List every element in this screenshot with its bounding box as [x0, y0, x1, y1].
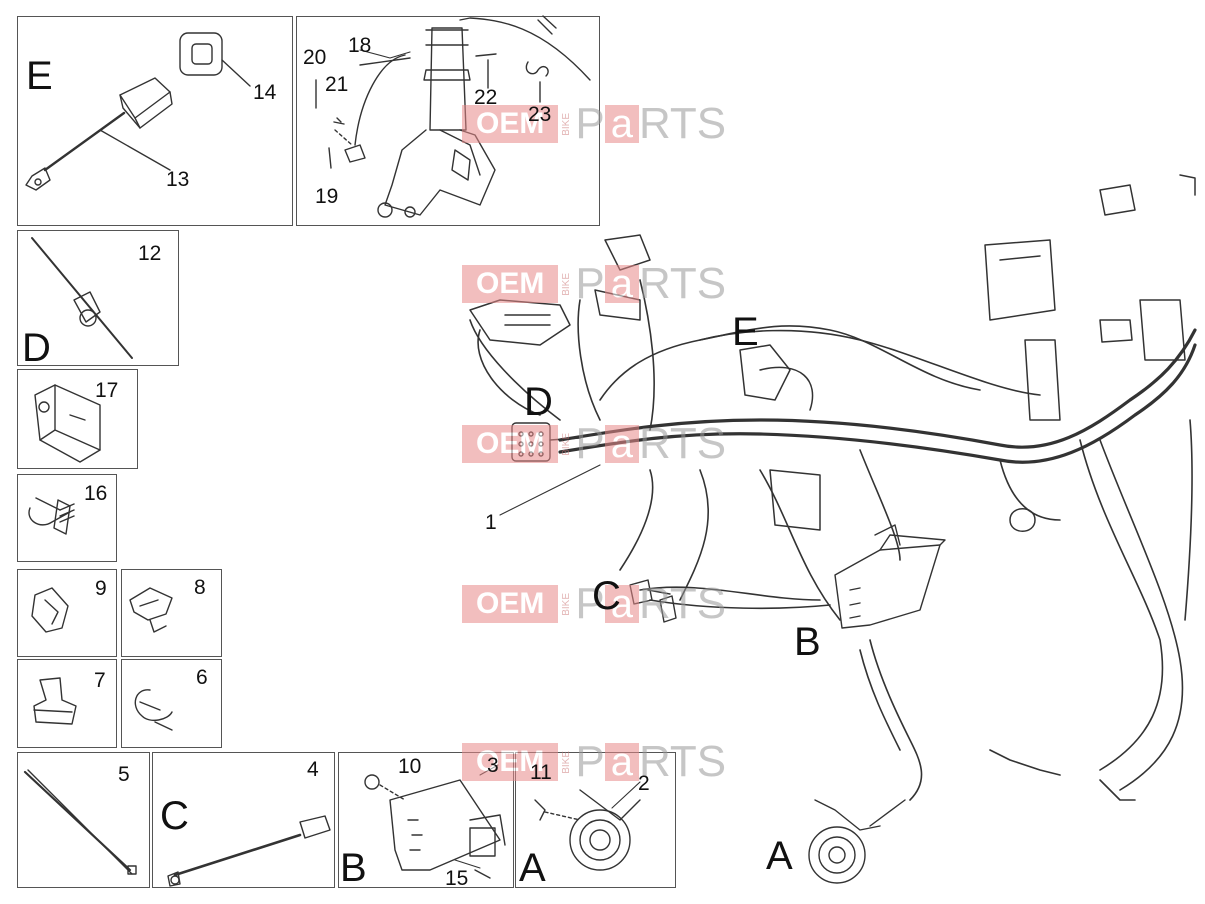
- part-14-grommet: [179, 32, 251, 87]
- watermark-rts: RTS: [638, 99, 727, 148]
- watermark-bike: BIKE: [561, 272, 573, 296]
- part-6-spring-clip: [134, 689, 173, 731]
- inset-box-8: [121, 569, 222, 657]
- watermark-oem: OEM: [462, 265, 559, 303]
- watermark-p: P: [575, 419, 605, 468]
- watermark-bike: BIKE: [561, 750, 573, 774]
- watermark-mid: OEM BIKE P a RTS: [462, 419, 726, 468]
- main-wiring-harness: [469, 279, 1197, 801]
- watermark-rts: RTS: [638, 419, 727, 468]
- part-9-clip: [31, 587, 69, 633]
- watermark-rts: RTS: [638, 259, 727, 308]
- part-13-connector-cable: [25, 77, 173, 191]
- part-3-control-unit: [364, 774, 506, 879]
- watermark-a: a: [604, 742, 639, 782]
- callout-21: 21: [325, 73, 349, 96]
- inset-box-4: [152, 752, 335, 888]
- part-5-zip-tie: [23, 769, 137, 875]
- callout-15: 15: [445, 867, 469, 890]
- box-letter-e: E: [26, 54, 53, 98]
- inset-box-7: [17, 659, 117, 748]
- watermark-bike: BIKE: [561, 432, 573, 456]
- watermark-p: P: [575, 99, 605, 148]
- watermark-rts: RTS: [638, 579, 727, 628]
- watermark-bike: BIKE: [561, 112, 573, 136]
- part-12-cable-tie-clip: [31, 237, 133, 359]
- callout-3: 3: [487, 754, 499, 777]
- callout-4: 4: [307, 758, 319, 781]
- callout-23: 23: [528, 103, 552, 126]
- main-letter-b: B: [794, 620, 821, 664]
- part-19-23-small-hardware: [315, 53, 549, 169]
- callout-16: 16: [84, 482, 108, 505]
- watermark-oem: OEM: [462, 105, 559, 143]
- main-control-unit-b: [834, 524, 946, 629]
- box-letter-d: D: [22, 326, 51, 370]
- part-2-horn: [534, 789, 641, 871]
- watermark-p: P: [575, 259, 605, 308]
- watermark-p: P: [575, 579, 605, 628]
- callout-5: 5: [118, 763, 130, 786]
- watermark-p: P: [575, 737, 605, 786]
- watermark-oem: OEM: [462, 743, 559, 781]
- inset-box-16: [17, 474, 117, 562]
- part-17-bracket: [34, 384, 101, 463]
- callout-8: 8: [194, 576, 206, 599]
- callout-6: 6: [196, 666, 208, 689]
- box-letter-a: A: [519, 846, 546, 890]
- callout-18: 18: [348, 34, 372, 57]
- callout-1: 1: [485, 511, 497, 534]
- main-letter-d: D: [524, 380, 553, 424]
- callout-14: 14: [253, 81, 277, 104]
- watermark-rts: RTS: [638, 737, 727, 786]
- callout-12: 12: [138, 242, 162, 265]
- watermark-oem: OEM: [462, 425, 559, 463]
- watermark-bike: BIKE: [561, 592, 573, 616]
- part-fork-leg: [344, 15, 591, 218]
- callout-17: 17: [95, 379, 119, 402]
- watermark-a: a: [604, 104, 639, 144]
- callout-22: 22: [474, 86, 498, 109]
- watermark-oem: OEM: [462, 585, 559, 623]
- watermark-a: a: [604, 264, 639, 304]
- watermark-a: a: [604, 424, 639, 464]
- watermark-upper-mid: OEM BIKE P a RTS: [462, 259, 726, 308]
- main-letter-c: C: [592, 574, 621, 618]
- watermark-lower-mid: OEM BIKE P a RTS: [462, 579, 726, 628]
- callout-20: 20: [303, 46, 327, 69]
- box-letter-c: C: [160, 794, 189, 838]
- main-harness-connectors: [469, 174, 1196, 532]
- main-letter-e: E: [732, 310, 759, 354]
- part-8-band-clip: [129, 587, 173, 633]
- callout-11: 11: [530, 761, 552, 784]
- part-7-clip-holder: [33, 677, 77, 725]
- watermark-top: OEM BIKE P a RTS: [462, 99, 726, 148]
- inset-box-9: [17, 569, 117, 657]
- callout-10: 10: [398, 755, 422, 778]
- watermark-a: a: [604, 584, 639, 624]
- box-letter-b: B: [340, 846, 367, 890]
- part-4-cable: [167, 815, 331, 887]
- inset-box-e: [17, 16, 293, 226]
- callout-2: 2: [638, 772, 650, 795]
- callout-13: 13: [166, 168, 190, 191]
- inset-box-6: [121, 659, 222, 748]
- callout-7: 7: [94, 669, 106, 692]
- callout-19: 19: [315, 185, 339, 208]
- watermark-bottom: OEM BIKE P a RTS: [462, 737, 726, 786]
- main-letter-a: A: [766, 834, 793, 878]
- callout-9: 9: [95, 577, 107, 600]
- main-horn-a: [808, 799, 906, 884]
- part-16-clamp-screw: [28, 497, 75, 535]
